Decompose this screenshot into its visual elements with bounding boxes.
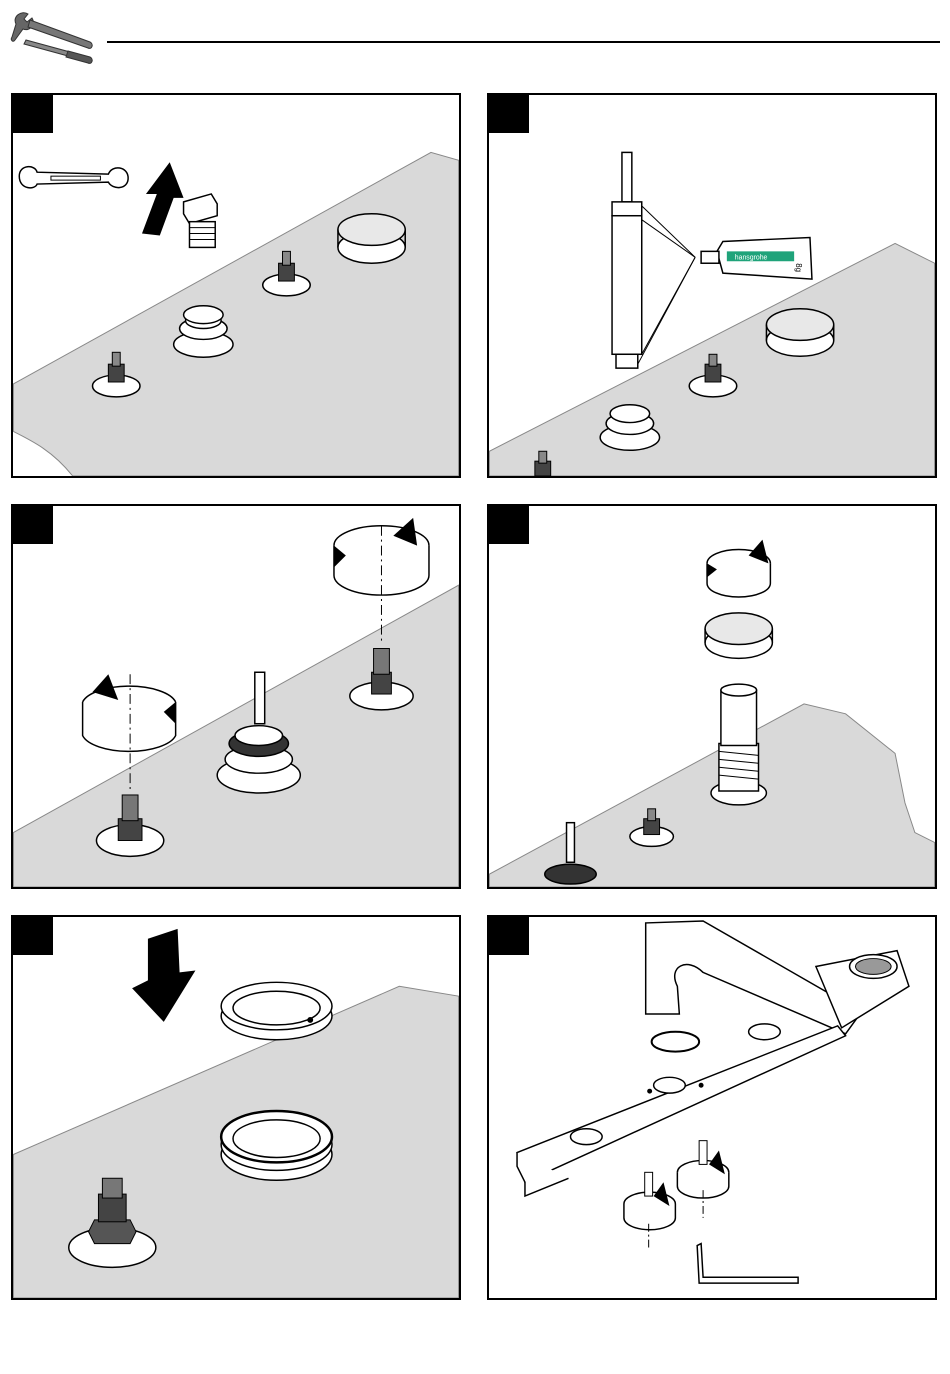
step-illustration-1 xyxy=(13,95,459,476)
grease-amount-label: 8g xyxy=(794,263,803,272)
header-rule xyxy=(107,41,940,43)
step-number-badge xyxy=(13,95,53,133)
lift-arrow-icon xyxy=(142,162,184,235)
step-illustration-5 xyxy=(13,917,459,1298)
step-illustration-2: hansgrohe 8g xyxy=(489,95,935,476)
cap-icon xyxy=(338,214,405,263)
rotate-ring-icon xyxy=(707,540,770,597)
rotate-ring-icon xyxy=(624,1172,675,1249)
open-end-wrench-icon xyxy=(19,167,128,188)
step-number-badge xyxy=(489,506,529,544)
cap-icon xyxy=(705,613,772,659)
deck-plate-icon xyxy=(517,1024,846,1196)
wrench-screwdriver-icon xyxy=(10,10,96,66)
cap-icon xyxy=(766,309,833,357)
escutcheon-ring-icon xyxy=(221,982,332,1039)
escutcheon-ring-icon xyxy=(221,1111,332,1180)
rotate-ring-icon xyxy=(677,1141,728,1218)
step-panel-6 xyxy=(487,915,937,1300)
grease-tube-icon: hansgrohe 8g xyxy=(701,238,812,280)
step-number-badge xyxy=(489,917,529,955)
step-panel-3 xyxy=(11,504,461,889)
step-panel-1 xyxy=(11,93,461,478)
hex-key-icon xyxy=(697,1244,798,1284)
spout-icon xyxy=(646,921,909,1034)
step-number-badge xyxy=(13,917,53,955)
step-panel-5 xyxy=(11,915,461,1300)
step-panel-4 xyxy=(487,504,937,889)
down-arrow-icon xyxy=(132,929,195,1022)
step-illustration-6 xyxy=(489,917,935,1298)
cartridge-icon xyxy=(612,152,695,368)
step-illustration-4 xyxy=(489,506,935,887)
step-number-badge xyxy=(489,95,529,133)
step-panel-2: hansgrohe 8g xyxy=(487,93,937,478)
grease-brand-label: hansgrohe xyxy=(735,254,768,261)
threaded-extension-icon xyxy=(711,684,766,805)
step-illustration-3 xyxy=(13,506,459,887)
step-number-badge xyxy=(13,506,53,544)
hex-plug-icon xyxy=(184,194,218,247)
